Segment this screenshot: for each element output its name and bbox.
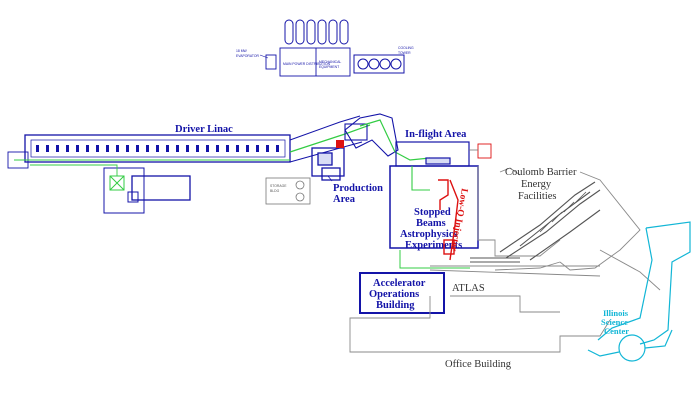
accelerator-label-3: Building bbox=[376, 300, 415, 311]
linac-cryomodules bbox=[36, 145, 279, 152]
storage-building bbox=[265, 177, 311, 205]
atlas-label: ATLAS bbox=[452, 283, 485, 294]
storage-label: STORAGE bbox=[270, 184, 287, 188]
coulomb-label-2: Energy bbox=[521, 179, 552, 190]
storage-bldg-label: BLDG bbox=[270, 189, 280, 193]
linac-inner bbox=[30, 139, 286, 158]
illinois-label-2: Science bbox=[601, 317, 628, 327]
separator-building bbox=[344, 113, 399, 157]
inflight-side-room bbox=[477, 143, 492, 159]
production-label-1: Production bbox=[333, 183, 383, 194]
office-building bbox=[349, 295, 611, 353]
utility-area: MAIN POWER DISTRIBUTION MECHANICAL EQUIP… bbox=[236, 19, 414, 77]
main-power-building bbox=[265, 47, 351, 77]
illinois-label-1: Illinois bbox=[603, 308, 629, 318]
power-distribution-label: MAIN POWER DISTRIBUTION bbox=[283, 62, 331, 66]
accelerator-label-2: Operations bbox=[369, 289, 419, 300]
stopped-label-2: Beams bbox=[416, 218, 446, 229]
evaporator-label: EVAPORATOR bbox=[236, 54, 260, 58]
tower-label: TOWER bbox=[398, 51, 411, 55]
illinois-label-3: Center bbox=[604, 326, 629, 336]
low-q-injector bbox=[438, 179, 459, 261]
evaporator-leader bbox=[259, 54, 269, 59]
coulomb-label-3: Facilities bbox=[518, 191, 557, 202]
accelerator-label-1: Accelerator bbox=[373, 278, 426, 289]
atlas-stubs bbox=[539, 191, 587, 233]
astrophysics-label-2: Experiments bbox=[405, 240, 462, 251]
stopped-beamline bbox=[411, 166, 430, 191]
atlas-green-beamline bbox=[399, 250, 470, 269]
low-q-injector-label: Low-Q Injector bbox=[448, 187, 469, 252]
illinois-science-center bbox=[587, 221, 691, 362]
inflight-area bbox=[395, 141, 470, 167]
cooling-tower bbox=[353, 54, 405, 74]
evaporator-mw-label: 18 MW bbox=[236, 49, 248, 53]
accelerator-ops-building bbox=[359, 272, 445, 314]
cooling-label: COOLING bbox=[398, 46, 414, 50]
astrophysics-label-1: Astrophysics bbox=[400, 229, 458, 240]
evaporator-coils bbox=[284, 19, 349, 45]
production-leader bbox=[327, 175, 333, 182]
coulomb-label-1: Coulomb Barrier bbox=[505, 167, 577, 178]
existing-atlas-hall bbox=[429, 166, 661, 291]
separator-beamline bbox=[359, 119, 431, 161]
mechanical-label: MECHANICAL bbox=[319, 60, 341, 64]
equipment-label: EQUIPMENT bbox=[319, 65, 339, 69]
inflight-label: In-flight Area bbox=[405, 129, 467, 140]
stopped-label-1: Stopped bbox=[414, 207, 451, 218]
production-target bbox=[336, 140, 344, 148]
linac-tunnel bbox=[24, 134, 291, 163]
driver-linac-label: Driver Linac bbox=[175, 124, 233, 135]
injector-beamline bbox=[30, 164, 118, 176]
office-building-label: Office Building bbox=[445, 359, 512, 370]
driver-linac bbox=[7, 134, 291, 169]
production-area bbox=[311, 147, 345, 181]
production-label-2: Area bbox=[333, 194, 356, 205]
